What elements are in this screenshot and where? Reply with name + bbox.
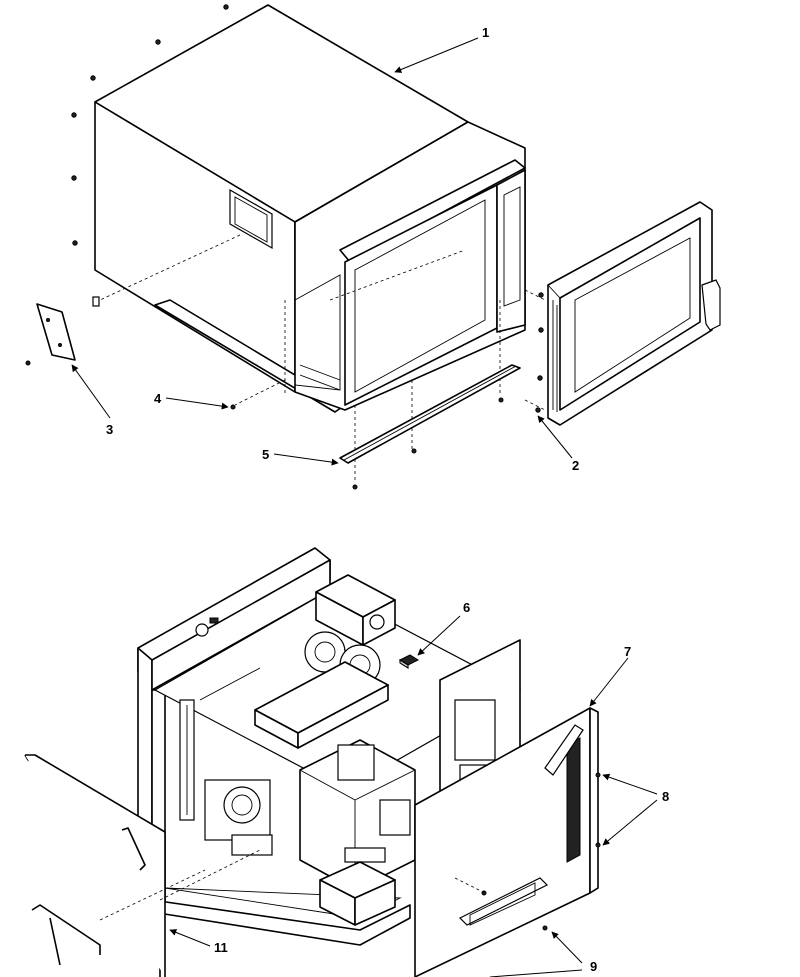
- callout-11: 11: [214, 940, 228, 955]
- blower-motor: [299, 739, 416, 891]
- right-side-panel: [414, 707, 601, 977]
- gasket-seal: [24, 754, 261, 977]
- callout-6: 6: [463, 600, 470, 615]
- top-leaders: [71, 37, 573, 466]
- bottom-trim-strip: [339, 364, 521, 464]
- screws: [71, 4, 504, 490]
- oven-body: [294, 121, 526, 411]
- door-assembly: [535, 201, 721, 426]
- top-assembly: [25, 4, 721, 490]
- front-frame: [137, 547, 331, 906]
- callout-9: 9: [590, 959, 597, 974]
- cover-plate: [25, 296, 100, 366]
- bottom-assembly: [24, 547, 658, 977]
- callout-7: 7: [624, 644, 631, 659]
- magnetron-block: [254, 661, 389, 749]
- left-components: [179, 699, 273, 856]
- callout-2: 2: [572, 458, 579, 473]
- callout-3: 3: [106, 422, 113, 437]
- callout-5: 5: [262, 447, 269, 462]
- callout-1: 1: [482, 25, 489, 40]
- bottom-leaders: [169, 615, 658, 977]
- component-6: [398, 654, 420, 669]
- lower-transformer: [319, 861, 396, 926]
- callout-4: 4: [154, 391, 162, 406]
- callout-8: 8: [662, 789, 669, 804]
- callout-labels: 1 2 3 4 5 6 7 8 9 11: [106, 25, 669, 974]
